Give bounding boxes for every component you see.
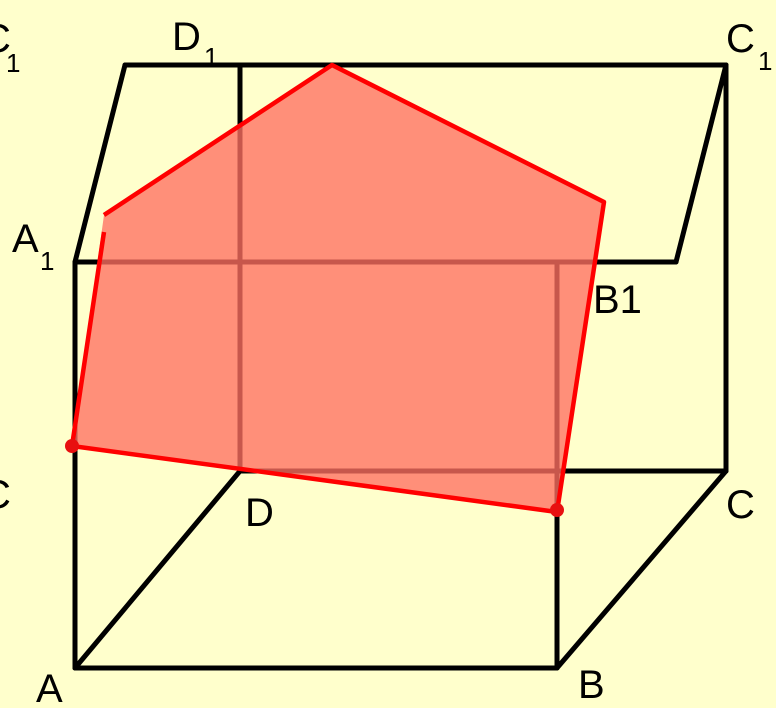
point-on-AA1 [65,439,79,453]
edge-BC [554,468,729,671]
section-polygon [72,65,604,512]
label-A1: A [12,217,39,261]
label-D1-subscript: 1 [204,42,218,72]
label-B: B [578,663,605,703]
label-C1: C [726,17,755,61]
label-cut-C1-subscript: 1 [6,48,20,78]
label-C1-subscript: 1 [758,46,772,76]
point-on-BB1 [550,503,564,517]
label-C: C [726,483,755,527]
label-D: D [245,491,274,535]
edge-B1C1 [673,62,729,265]
label-B1: B1 [593,278,642,322]
label-D1: D [172,15,201,59]
section-outline [69,62,607,515]
label-A: A [36,667,63,703]
label-A1-subscript: 1 [40,246,54,276]
edge-A1D1 [72,62,128,265]
label-cut-C: C [0,473,11,517]
label-cut-C1: C [0,17,11,61]
edge-AD [72,468,243,671]
